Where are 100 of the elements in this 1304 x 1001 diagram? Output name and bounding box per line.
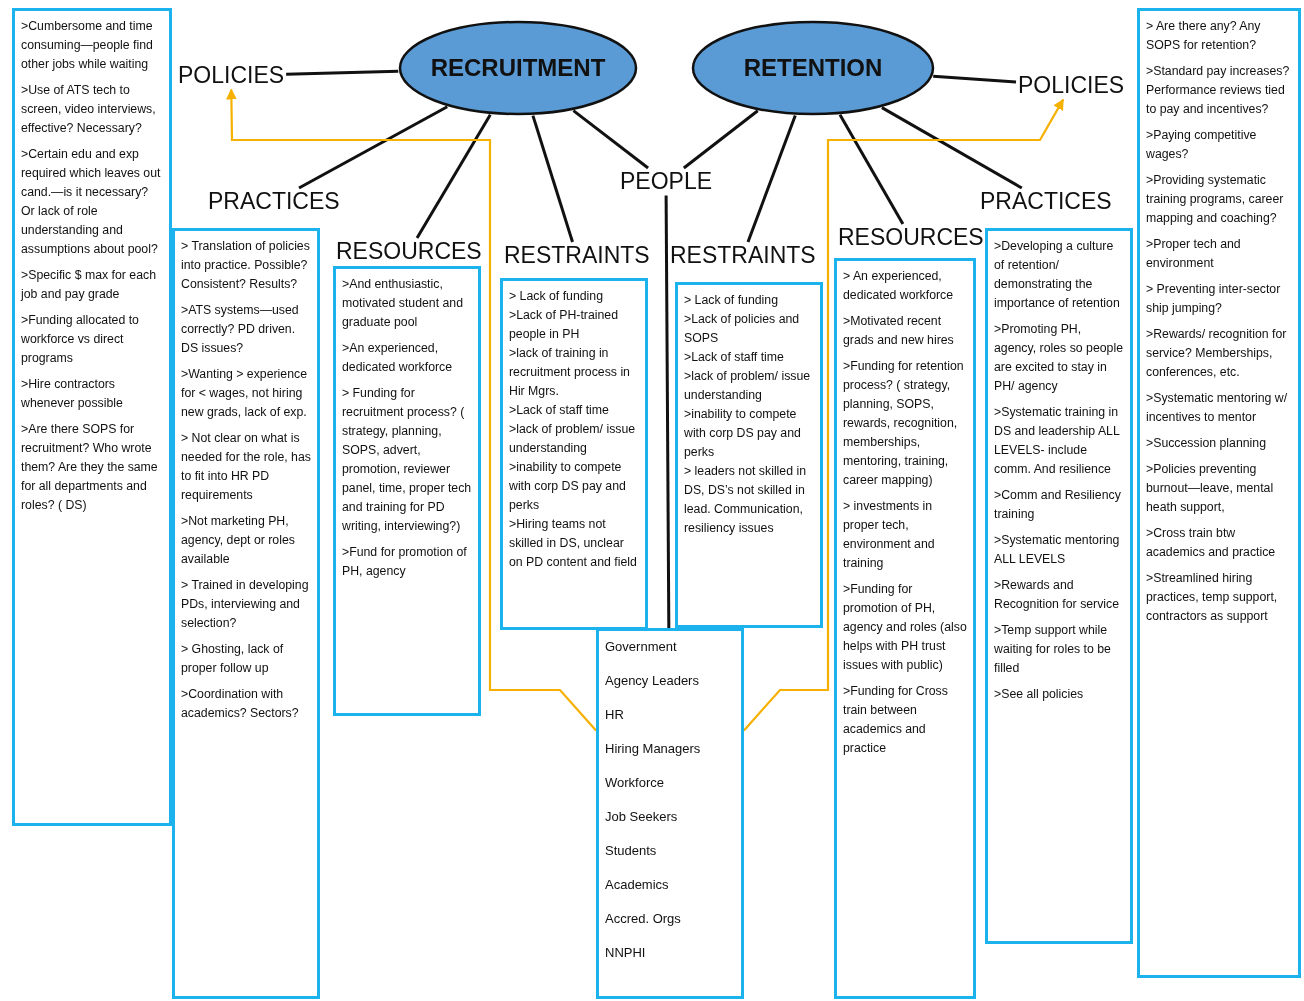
category-heading: POLICIES <box>1016 72 1127 100</box>
category-heading: PRACTICES <box>206 188 342 216</box>
note-text: >Lack of policies and SOPS <box>684 311 801 347</box>
note-text: >inability to compete with corp DS pay and perks <box>684 406 802 461</box>
category-heading: RESTRAINTS <box>668 242 818 270</box>
note-text: >ATS systems—used correctly? PD driven. DS issues? <box>181 302 300 357</box>
note-text: >Standard pay increases? Performance reviews tied to pay and incentives? <box>1146 63 1291 118</box>
note-text: > Lack of funding <box>509 288 604 305</box>
note-text: >And enthusiastic, motivated student and graduate pool <box>342 276 464 331</box>
note-text: >Systematic training in DS and leadership ALL LEVELS- include comm. And resilience <box>994 404 1121 478</box>
connector-line <box>682 109 759 170</box>
note-box <box>834 258 976 999</box>
connector-line <box>838 114 905 225</box>
stakeholder-name: Academics <box>605 876 670 894</box>
arrow <box>743 98 1065 732</box>
note-text: >lack of training in recruitment process in Hir Mgrs. <box>509 345 631 400</box>
stakeholder-name: Hiring Managers <box>605 740 702 758</box>
note-text: >Developing a culture of retention/ demonstrating the importance of retention <box>994 238 1121 312</box>
note-text: >Systematic mentoring ALL LEVELS <box>994 532 1121 568</box>
note-text: > Lack of funding <box>684 292 779 309</box>
note-text: >Proper tech and environment <box>1146 236 1242 272</box>
note-text: >Use of ATS tech to screen, video interviews, effective? Necessary? <box>21 82 157 137</box>
category-heading: RESOURCES <box>334 238 484 266</box>
note-box <box>985 228 1133 944</box>
stakeholder-name: Government <box>605 638 678 656</box>
note-text: >Coordination with academics? Sectors? <box>181 686 300 722</box>
note-text: >Specific $ max for each job and pay grade <box>21 267 157 303</box>
note-text: >lack of problem/ issue understanding <box>684 368 812 404</box>
connector-line <box>881 106 1023 190</box>
note-text: >Streamlined hiring practices, temp support, contractors as support <box>1146 570 1279 625</box>
note-text: >Cross train btw academics and practice <box>1146 525 1277 561</box>
note-text: > investments in proper tech, environment and training <box>843 498 936 572</box>
note-box <box>333 266 481 716</box>
category-heading: RESTRAINTS <box>502 242 652 270</box>
note-text: >Policies preventing burnout—leave, mental heath support, <box>1146 461 1275 516</box>
connector-line <box>531 115 574 243</box>
note-text: >Lack of staff time <box>684 349 785 366</box>
note-box <box>12 8 172 826</box>
stakeholder-name: Agency Leaders <box>605 672 700 690</box>
stakeholder-name: Workforce <box>605 774 665 792</box>
note-text: >Lack of PH-trained people in PH <box>509 307 620 343</box>
note-text: > Ghosting, lack of proper follow up <box>181 641 285 677</box>
note-text: >Cumbersome and time consuming—people find other jobs while waiting <box>21 18 154 73</box>
note-text: >Motivated recent grads and new hires <box>843 313 955 349</box>
note-text: >Lack of staff time <box>509 402 610 419</box>
note-text: >Funding allocated to workforce vs direct programs <box>21 312 140 367</box>
topic-title: RETENTION <box>742 54 884 82</box>
note-text: > Translation of policies into practice. Possible? Consistent? Results? <box>181 238 311 293</box>
stakeholder-name: Students <box>605 842 658 860</box>
stakeholder-name: HR <box>605 706 625 724</box>
note-text: >lack of problem/ issue understanding <box>509 421 637 457</box>
note-box <box>675 282 823 628</box>
note-text: >Paying competitive wages? <box>1146 127 1258 163</box>
topic-ellipse <box>691 20 935 116</box>
connector-line <box>933 74 1017 84</box>
note-text: >Providing systematic training programs, career mapping and coaching? <box>1146 172 1285 227</box>
connector-line <box>298 105 448 190</box>
people-list-box <box>596 628 744 999</box>
stakeholder-name: Job Seekers <box>605 808 679 826</box>
note-text: > Preventing inter-sector ship jumping? <box>1146 281 1282 317</box>
note-box <box>500 278 648 630</box>
note-text: >An experienced, dedicated workforce <box>342 340 454 376</box>
note-box <box>172 228 320 999</box>
note-text: >Are there SOPS for recruitment? Who wrote them? Are they the same for all departments and roles? ( DS) <box>21 421 159 514</box>
stakeholder-name: Accred. Orgs <box>605 910 682 928</box>
stakeholder-name: NNPHI <box>605 944 647 962</box>
note-text: >Promoting PH, agency, roles so people are excited to stay in PH/ agency <box>994 321 1124 395</box>
category-heading: RESOURCES <box>836 224 986 252</box>
note-text: >Rewards and Recognition for service <box>994 577 1121 613</box>
note-text: >Wanting > experience for < wages, not hiring new grads, lack of exp. <box>181 366 308 421</box>
note-text: > Trained in developing PDs, interviewing and selection? <box>181 577 310 632</box>
note-text: >Funding for retention process? ( strategy, planning, SOPS, rewards, recognition, memberships, mentoring, training, career mapping) <box>843 358 965 489</box>
connector-line <box>286 69 399 76</box>
connector-line <box>664 195 671 628</box>
connector-line <box>415 113 492 239</box>
note-text: >Hire contractors whenever possible <box>21 376 124 412</box>
note-text: >Not marketing PH, agency, dept or roles available <box>181 513 296 568</box>
connector-line <box>572 109 649 170</box>
note-text: >Succession planning <box>1146 435 1267 452</box>
note-text: > An experienced, dedicated workforce <box>843 268 955 304</box>
topic-ellipse <box>398 20 638 116</box>
note-text: >Rewards/ recognition for service? Memberships, conferences, etc. <box>1146 326 1288 381</box>
arrow <box>225 88 597 732</box>
category-heading: POLICIES <box>176 62 287 90</box>
topic-title: RECRUITMENT <box>429 54 607 82</box>
category-heading: PRACTICES <box>978 188 1114 216</box>
note-text: > Funding for recruitment process? ( strategy, planning, SOPS, advert, promotion, reviewer panel, time, proper tech and training for PD writing, interviewing?) <box>342 385 472 535</box>
note-text: >See all policies <box>994 686 1085 703</box>
note-text: > leaders not skilled in DS, DS’s not skilled in lead. Communication, resiliency issues <box>684 463 807 537</box>
note-text: >Comm and Resiliency training <box>994 487 1122 523</box>
note-text: >Temp support while waiting for roles to be filled <box>994 622 1112 677</box>
note-text: >Funding for promotion of PH, agency and roles (also helps with PH trust issues with public) <box>843 581 967 674</box>
note-text: >Certain edu and exp required which leaves out cand.—is it necessary? Or lack of role understanding and assumptions about pool? <box>21 146 162 258</box>
note-text: > Are there any? Any SOPS for retention? <box>1146 18 1262 54</box>
category-heading: PEOPLE <box>618 168 715 196</box>
note-text: >Funding for Cross train between academics and practice <box>843 683 949 757</box>
connector-line <box>746 114 797 243</box>
note-box <box>1137 8 1301 978</box>
note-text: >inability to compete with corp DS pay and perks <box>509 459 627 514</box>
note-text: >Hiring teams not skilled in DS, unclear on PD content and field <box>509 516 638 571</box>
